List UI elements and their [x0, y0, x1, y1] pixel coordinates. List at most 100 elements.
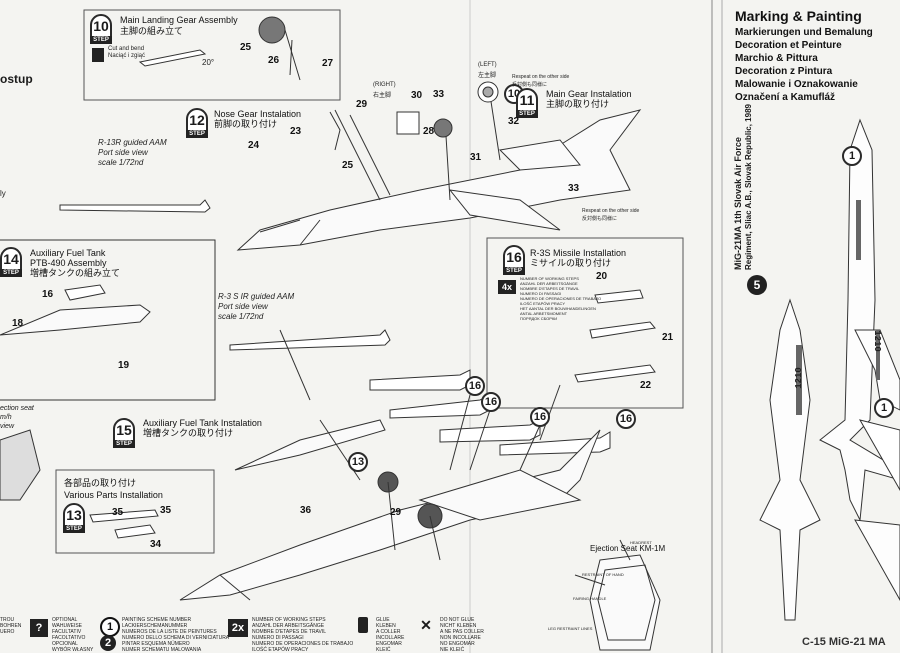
- marking-lang: Malowanie i Oznakowanie: [735, 79, 858, 90]
- left-edge-text-fragment: ly: [0, 189, 6, 198]
- glue-icon: [358, 617, 368, 633]
- step-ref-circle: 16: [616, 409, 636, 429]
- part-number: 36: [300, 505, 312, 516]
- legend-line: NOMBRE D'ETAPES DE TRAVIL: [252, 629, 327, 635]
- note-line: ANTAL ARBETSMOMENT: [520, 311, 568, 316]
- step-number: 14: [3, 251, 19, 267]
- part-number: 24: [248, 140, 260, 151]
- step-10-badge: 10 STEP: [90, 14, 112, 44]
- step-15-title: Auxiliary Fuel Tank Instalation: [143, 418, 262, 428]
- step-14-title-2: PTB-490 Assembly: [30, 258, 107, 268]
- tail-number: 1210: [871, 330, 882, 352]
- legend-line: NUMERO DE OPERACIONES DE TRABAJO: [252, 641, 354, 647]
- part-number: 35: [160, 505, 172, 516]
- aam-caption: scale 1/72nd: [218, 312, 264, 321]
- note-line: ПОРЯДОК СБОРКИ: [520, 316, 558, 321]
- step-ref-circle: 16: [530, 407, 550, 427]
- part-number: 35: [112, 507, 124, 518]
- seat-label: HEADREST: [630, 540, 652, 545]
- legend-line: DO NOT GLUE: [440, 617, 475, 623]
- step-16-title: R-3S Missile Installation: [530, 248, 627, 258]
- step-15-badge: 15 STEP: [113, 418, 135, 448]
- right-label: (RIGHT): [373, 82, 396, 88]
- left-edge-seat-fragment: ection seat: [0, 405, 34, 412]
- paint-scheme-icon: 1: [100, 617, 120, 637]
- seat-label: FAIRING HANDLE: [573, 596, 607, 601]
- legend-line: FACOLTATIVO: [52, 635, 86, 641]
- right-label-jp: 右主脚: [373, 93, 392, 99]
- left-edge-fragment-3: view: [0, 423, 15, 430]
- step-13-title: Various Parts Installation: [64, 490, 163, 500]
- step-ref-circle: 16: [465, 376, 485, 396]
- optional-legend: OPTIONAL WAHLWEISE FACULTATIV FACOLTATIV…: [52, 617, 93, 653]
- part-number: 34: [150, 539, 162, 550]
- part-number: 33: [433, 89, 445, 100]
- part-number: 31: [470, 152, 482, 163]
- step-14-title: Auxiliary Fuel Tank: [30, 248, 106, 258]
- part-number: 32: [508, 116, 520, 127]
- step-number: 16: [506, 249, 522, 265]
- marking-lang: Markierungen und Bemalung: [735, 27, 873, 38]
- paint-scheme-icon: 2: [100, 635, 116, 651]
- marking-ref-circle: 1: [842, 146, 862, 166]
- step-11-badge: 11 STEP: [516, 88, 538, 118]
- legend-line: A NE PAS COLLER: [440, 629, 484, 635]
- legend-line: UERO: [0, 629, 15, 635]
- step-word: STEP: [186, 130, 208, 138]
- legend-line: BOHREN: [0, 623, 22, 629]
- step-13-badge: 13 STEP: [63, 503, 85, 533]
- tail-number: 1210: [793, 367, 804, 389]
- legend-line: INCOLLARE: [376, 635, 405, 641]
- marking-lang: Marchio & Pittura: [735, 53, 818, 64]
- step-14-badge: 14 STEP: [0, 247, 22, 277]
- cut-note: Cut and bend: [108, 46, 145, 52]
- legend-line: NUMEROS DE LA LISTE DE PEINTURES: [122, 629, 217, 635]
- part-number: 25: [240, 42, 252, 53]
- note-line: NOMBRE D'ETAPES DE TRAVIL: [520, 286, 580, 291]
- no-glue-icon: ✕: [420, 617, 432, 633]
- step-13-title-jp: 各部品の取り付け: [64, 478, 137, 488]
- part-number: 20: [596, 271, 608, 282]
- part-number: 29: [390, 507, 402, 518]
- step-number: 10: [93, 18, 109, 34]
- bend-angle: 20°: [202, 58, 215, 67]
- part-number: 30: [411, 90, 423, 101]
- note-line: ILOŚĆ ETAPÓW PRACY: [520, 301, 566, 306]
- sheet-code: C-15 MiG-21 MA: [802, 636, 886, 648]
- step-word: STEP: [0, 269, 22, 277]
- legend-line: NON INCOLLARE: [440, 635, 481, 641]
- legend-line: ILOŚĆ ETAPÓW PRACY: [252, 647, 309, 653]
- step-word: STEP: [516, 110, 538, 118]
- legend-line: WAHLWEISE: [52, 623, 83, 629]
- seat-label: LEG RESTRAINT LINES: [548, 626, 593, 631]
- part-number: 28: [423, 126, 435, 137]
- marking-lang: Decoration z Pintura: [735, 66, 833, 77]
- part-number: 25: [342, 160, 354, 171]
- legend-line: NUMBER OF WORKING STEPS: [252, 617, 326, 623]
- legend-line: OPCIONAL: [52, 641, 78, 647]
- legend-line: A COLLER: [376, 629, 401, 635]
- marking-lang: Označení a Kamufláž: [735, 92, 836, 103]
- legend-line: NUMER SCHEMATU MALOWANIA: [122, 647, 202, 653]
- legend-line: NUMERO DELLO SCHEMA DI VERNICIATURA: [122, 635, 230, 641]
- legend-line: ANZAHL DER ARBEITSGÄNGE: [252, 623, 325, 629]
- aam-caption: R-13R guided AAM: [98, 138, 167, 147]
- legend-line: FACULTATIV: [52, 629, 82, 635]
- aam-caption: Port side view: [218, 302, 268, 311]
- legend-line: PINTAR ESQUEMA NÚMERO: [122, 641, 190, 647]
- multiplier-icon: 2x: [228, 619, 248, 637]
- part-number: 26: [268, 55, 280, 66]
- step-number: 12: [189, 112, 205, 128]
- legend-line: ENGOMAR: [376, 641, 402, 647]
- note-line: HET AANTAL DER BOUWHANDELINGEN: [520, 306, 596, 311]
- step-word: STEP: [63, 525, 85, 533]
- repeat-note-jp: 反対側も同様に: [582, 216, 618, 222]
- scheme-subtitle: Regiment, Sliac A.B., Slovak Republic, 1…: [744, 104, 753, 270]
- seat-label: RESTRAINT OF HAND: [582, 572, 624, 577]
- step-11-title: Main Gear Instalation: [546, 89, 632, 99]
- step-14-title-jp: 増槽タンクの組み立て: [30, 268, 121, 278]
- repeat-note: Respeat on the other side: [582, 208, 640, 214]
- step-12-title-jp: 前脚の取り付け: [214, 119, 278, 129]
